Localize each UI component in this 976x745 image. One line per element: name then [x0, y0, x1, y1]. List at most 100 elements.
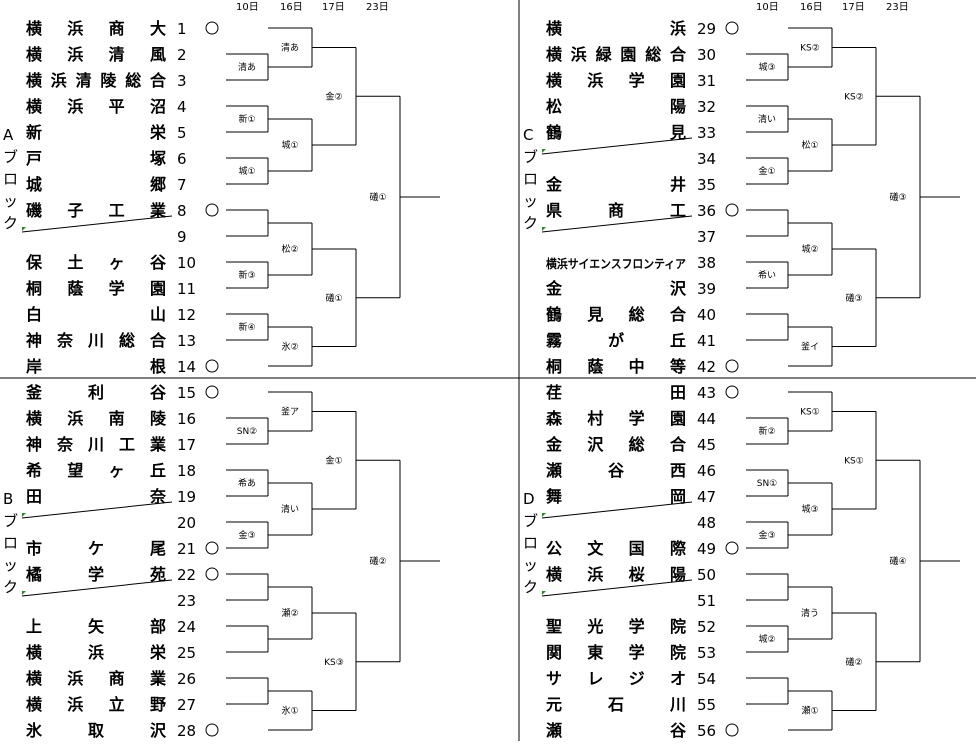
team-number: 51 [697, 592, 716, 610]
team-number: 22 [177, 566, 196, 584]
match-label-r1: 清い [758, 113, 776, 125]
team-row: 横浜 29 [546, 19, 739, 38]
bye-line [541, 501, 693, 519]
seed-circle [725, 203, 739, 217]
team-number: 29 [697, 20, 716, 38]
team-number: 35 [697, 176, 716, 194]
team-row: 20 [177, 514, 196, 532]
match-label-r2: 氷② [281, 341, 298, 353]
team-number: 21 [177, 540, 196, 558]
match-label-r3: 礒② [845, 656, 862, 668]
corner-marker [22, 227, 26, 231]
team-number: 4 [177, 98, 187, 116]
match-label-r1: 新④ [238, 321, 255, 333]
team-name: 横浜緑園総合 [546, 45, 687, 64]
team-number: 39 [697, 280, 716, 298]
team-row: 51 [697, 592, 716, 610]
team-name: 横浜商業 [26, 669, 167, 688]
match-label-final: 礒③ [889, 191, 906, 203]
team-name: 横浜桜陽 [546, 565, 686, 584]
team-row: 瀬谷西 46 [546, 461, 716, 480]
team-number: 18 [177, 462, 196, 480]
team-name: 横浜商大 [26, 19, 166, 38]
team-number: 48 [697, 514, 716, 532]
team-name: 鶴見 [546, 123, 686, 142]
match-label-r2: 氷① [281, 705, 298, 717]
bye-line [21, 579, 173, 597]
seed-circle [205, 567, 219, 581]
match-label-final: 礒① [369, 191, 386, 203]
corner-marker [542, 149, 546, 153]
corner-marker [22, 513, 26, 517]
match-label-r1: 金③ [758, 529, 775, 541]
team-number: 55 [697, 696, 716, 714]
team-name: 保土ヶ谷 [25, 253, 167, 272]
seed-circle [205, 541, 219, 555]
round-header-4-right: 23日 [886, 2, 909, 13]
match-label-r1: 金① [758, 165, 775, 177]
team-number: 56 [697, 722, 716, 740]
team-name: 瀬谷西 [546, 461, 686, 480]
team-number: 5 [177, 124, 187, 142]
match-label-r1: 金③ [238, 529, 255, 541]
team-number: 7 [177, 176, 187, 194]
team-row: 37 [697, 228, 716, 246]
bye-line [21, 501, 173, 519]
team-name: 横浜 [546, 19, 686, 38]
round-header-1: 10日 [236, 2, 259, 13]
team-name: 県商工 [546, 201, 686, 220]
match-label-r3: 金② [325, 90, 342, 102]
team-name: 磯子工業 [26, 201, 167, 220]
team-name: 新栄 [26, 123, 167, 142]
team-number: 9 [177, 228, 187, 246]
bye-line [541, 579, 693, 597]
team-number: 43 [697, 384, 716, 402]
team-row: 9 [177, 228, 187, 246]
team-name: 公文国際 [546, 539, 687, 558]
match-label-r2: 松② [281, 243, 298, 255]
match-label-r2: 清い [281, 503, 299, 515]
team-number: 46 [697, 462, 716, 480]
match-label-r1: 新① [238, 113, 255, 125]
round-header-4: 23日 [366, 2, 389, 13]
team-number: 25 [177, 644, 196, 662]
seed-circle [205, 21, 219, 35]
team-number: 16 [177, 410, 196, 428]
bye-line [21, 215, 173, 233]
round-header-1-right: 10日 [756, 2, 779, 13]
match-label-r3: 礒① [325, 292, 342, 304]
match-label-r2: 瀬① [801, 705, 818, 717]
team-name: 田奈 [26, 487, 167, 506]
round-header-3-right: 17日 [842, 2, 865, 13]
match-label-r3: KS③ [324, 658, 344, 668]
team-number: 52 [697, 618, 716, 636]
team-number: 32 [697, 98, 716, 116]
team-number: 6 [177, 150, 187, 168]
team-name: 横浜清風 [26, 45, 166, 64]
match-label-r3: 金① [325, 454, 342, 466]
match-label-r2: 清う [801, 607, 819, 619]
team-name: 横浜立野 [26, 695, 166, 714]
match-label-r2: KS① [800, 408, 820, 418]
